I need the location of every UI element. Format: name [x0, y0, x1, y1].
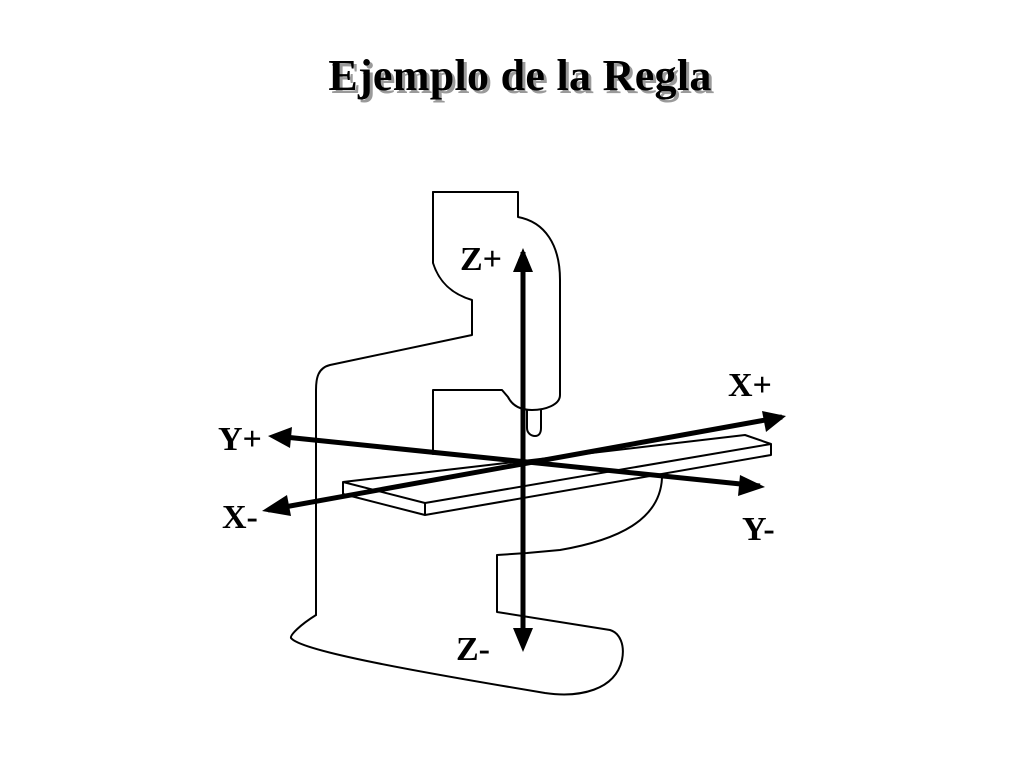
x-plus-arrowhead	[762, 411, 786, 432]
x-minus-arrowhead	[262, 495, 291, 516]
milling-machine-outline	[290, 191, 663, 696]
machine-head-back	[315, 191, 473, 616]
axis-label-x-minus: X-	[222, 499, 258, 536]
machine-head-and-column	[432, 191, 561, 455]
z-minus-arrowhead	[513, 628, 533, 652]
axis-labels: Z+ Z- X+ X- Y+ Y-	[218, 241, 775, 668]
worktable	[342, 434, 772, 516]
machine-base	[290, 589, 624, 696]
z-plus-arrowhead	[513, 248, 533, 272]
y-axis-arrow	[274, 433, 761, 489]
spindle-tool	[526, 409, 542, 437]
y-minus-arrowhead	[738, 475, 765, 496]
axis-label-y-minus: Y-	[742, 511, 775, 548]
slide-title: Ejemplo de la Regla	[328, 51, 712, 100]
machine-knee	[496, 477, 663, 591]
axis-label-x-plus: X+	[728, 367, 772, 404]
coordinate-axes	[267, 250, 783, 645]
y-plus-arrowhead	[268, 427, 292, 448]
axis-label-z-minus: Z-	[456, 631, 490, 668]
axis-arrowheads	[262, 248, 786, 652]
axis-label-y-plus: Y+	[218, 421, 262, 458]
axis-label-z-plus: Z+	[460, 241, 502, 278]
